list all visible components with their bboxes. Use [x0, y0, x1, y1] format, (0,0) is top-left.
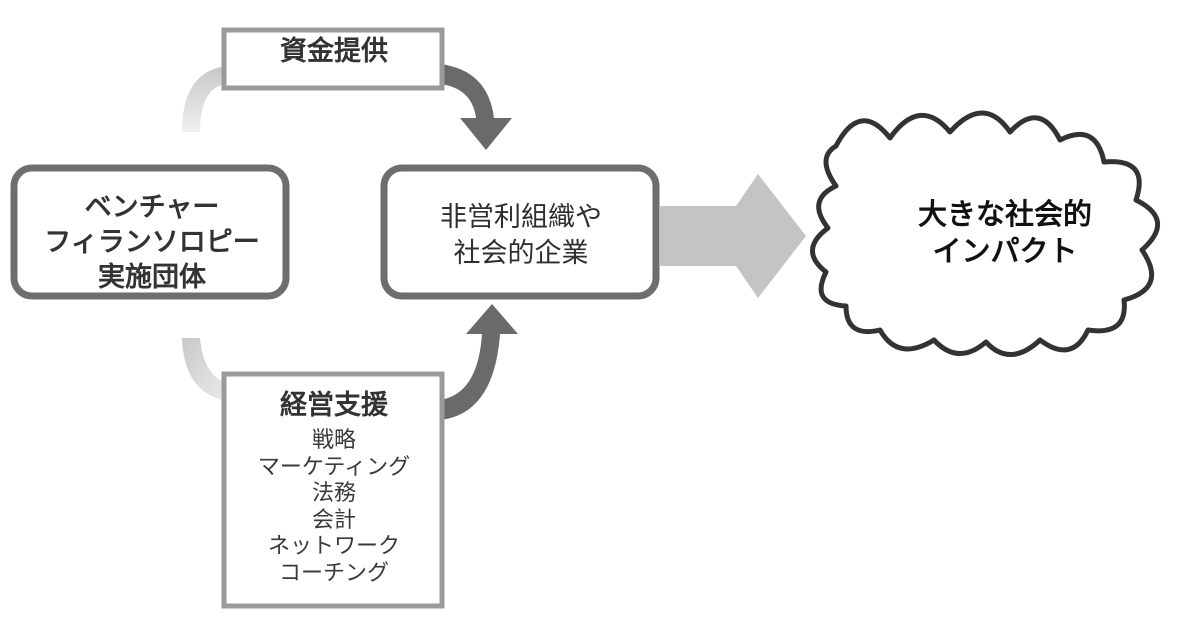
- nonprofit-box: [380, 164, 660, 300]
- nonprofit-label-line: 社会的企業: [453, 237, 589, 269]
- funding-box: [221, 27, 445, 91]
- support-box: [221, 371, 445, 609]
- support-item-list: 戦略 マーケティング 法務 会計 ネットワーク コーチング: [226, 428, 442, 587]
- funding-to-nonprofit-arrow: [440, 64, 512, 150]
- venture-label-line: 実施団体: [98, 262, 206, 294]
- nonprofit-label: 非営利組織や 社会的企業: [388, 200, 654, 272]
- venture-label: ベンチャー フィランソロピー 実施団体: [18, 190, 286, 295]
- support-to-nonprofit-arrow: [440, 304, 518, 420]
- impact-label-line: 大きな社会的: [917, 197, 1092, 231]
- venture-to-support-connector: [182, 338, 232, 402]
- venture-label-line: ベンチャー: [84, 192, 220, 223]
- support-title: 経営支援: [280, 390, 388, 421]
- support-item: 会計: [311, 507, 356, 533]
- support-item: マーケティング: [257, 454, 411, 480]
- impact-label: 大きな社会的 インパクト: [860, 196, 1150, 270]
- nonprofit-to-impact-arrow: [660, 174, 806, 298]
- support-item: ネットワーク: [267, 534, 400, 559]
- venture-box: [10, 164, 290, 300]
- support-item: コーチング: [278, 560, 389, 586]
- support-item: 法務: [311, 481, 356, 506]
- venture-label-line: フィランソロピー: [44, 227, 260, 259]
- impact-cloud: [810, 110, 1161, 357]
- funding-label: 資金提供: [280, 36, 388, 67]
- support-item: 戦略: [311, 428, 356, 453]
- nonprofit-label-line: 非営利組織や: [440, 202, 602, 233]
- impact-label-line: インパクト: [932, 234, 1078, 269]
